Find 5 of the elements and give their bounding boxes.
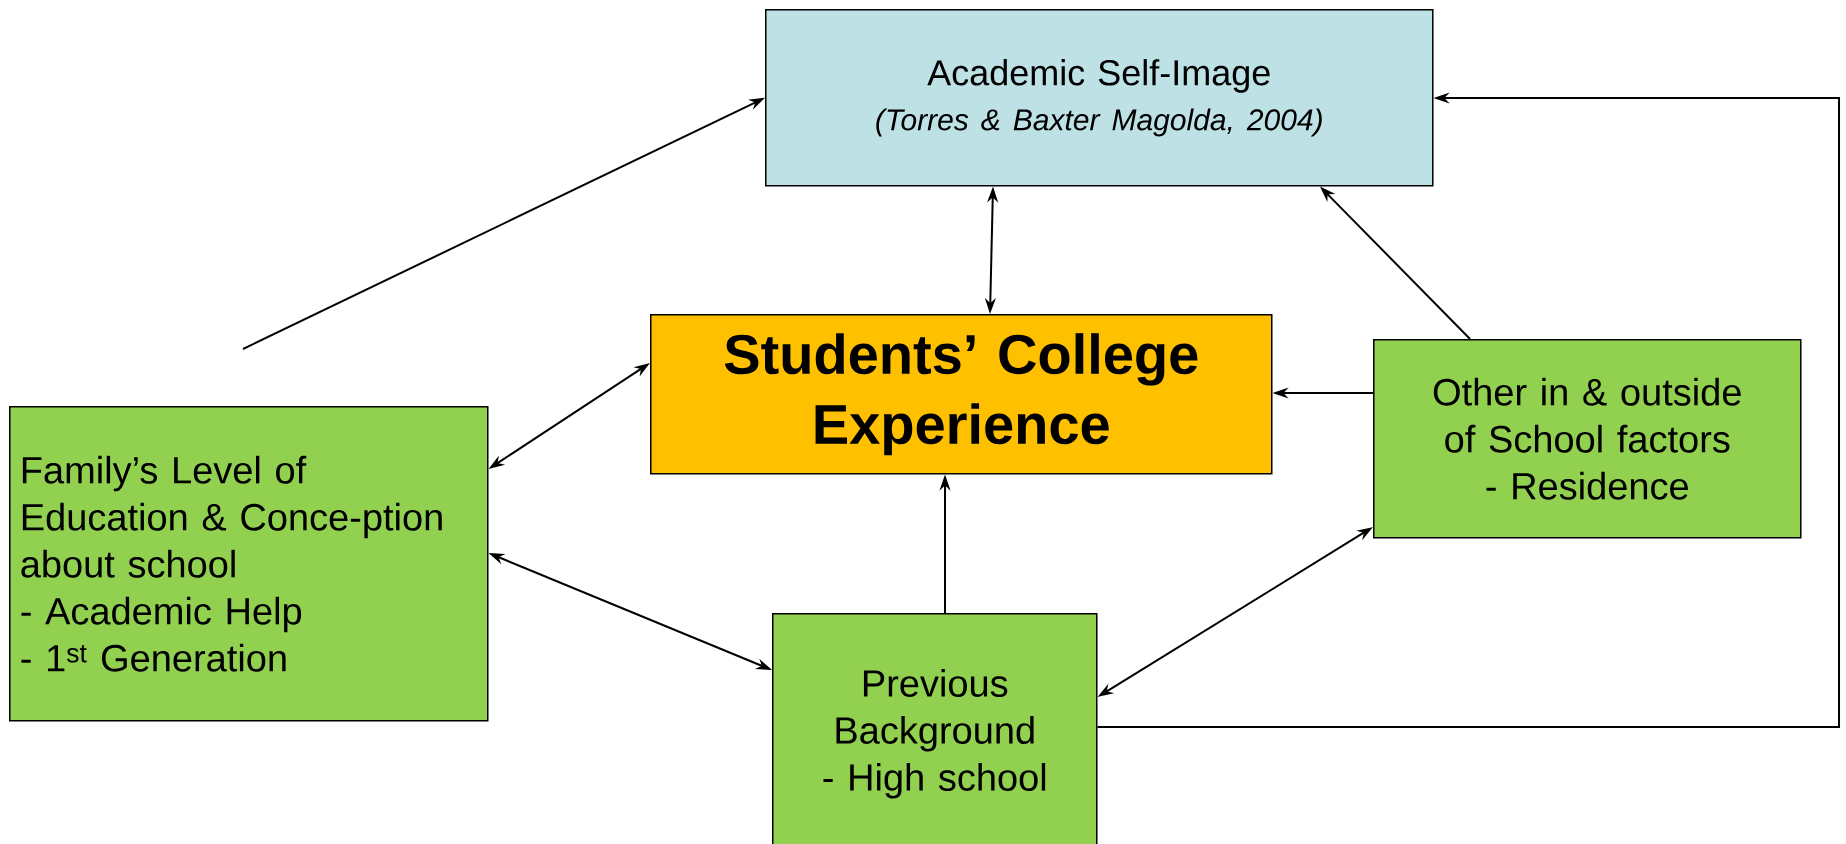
concept-box: Previous Background - High school: [772, 613, 1098, 844]
concept-box: Other in & outside of School factors - Residence: [1373, 339, 1802, 539]
concept-box: Academic Self-Image (Torres & Baxter Magolda, 2004): [765, 9, 1434, 187]
central-box: Students’ College Experience: [650, 314, 1273, 475]
concept-box: Family’s Level of Education & Conce-ption about school - Academic Help - 1$^{st}$ Generation: [9, 406, 489, 722]
